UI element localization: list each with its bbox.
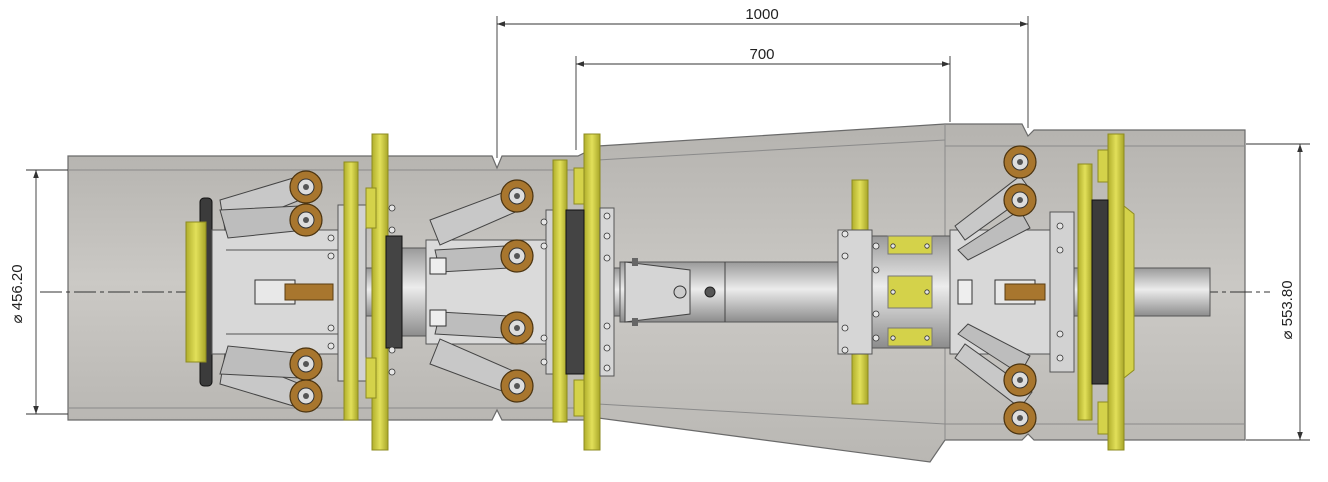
dimension-diameter-left: ⌀ 456.20: [9, 169, 68, 415]
wheel: [1003, 145, 1037, 179]
wheel: [1003, 363, 1037, 397]
middle-flange-pair: [545, 133, 615, 451]
dimension-700-label: 700: [749, 46, 774, 63]
right-flange-pair: [1049, 133, 1135, 451]
wheel: [500, 179, 534, 213]
wheel: [500, 311, 534, 345]
wheel: [500, 369, 534, 403]
wheel: [289, 379, 323, 413]
dimension-diameter-right-label: ⌀ 553.80: [1279, 280, 1296, 339]
drive-wheels: [289, 145, 1037, 435]
wheel: [289, 347, 323, 381]
wheel: [289, 170, 323, 204]
bolts: [327, 204, 1064, 376]
dimension-1000: 1000: [496, 6, 1029, 158]
right-mid-flange: [837, 179, 873, 405]
dimension-1000-label: 1000: [745, 6, 778, 23]
wheel: [1003, 401, 1037, 435]
wheel: [500, 239, 534, 273]
dimension-diameter-left-label: ⌀ 456.20: [9, 264, 26, 323]
wheel: [289, 203, 323, 237]
wheel: [1003, 183, 1037, 217]
dimension-700: 700: [575, 46, 951, 150]
left-flange-pair: [337, 133, 403, 451]
dimension-diameter-right: ⌀ 553.80: [1246, 143, 1310, 441]
left-module: [185, 175, 343, 409]
